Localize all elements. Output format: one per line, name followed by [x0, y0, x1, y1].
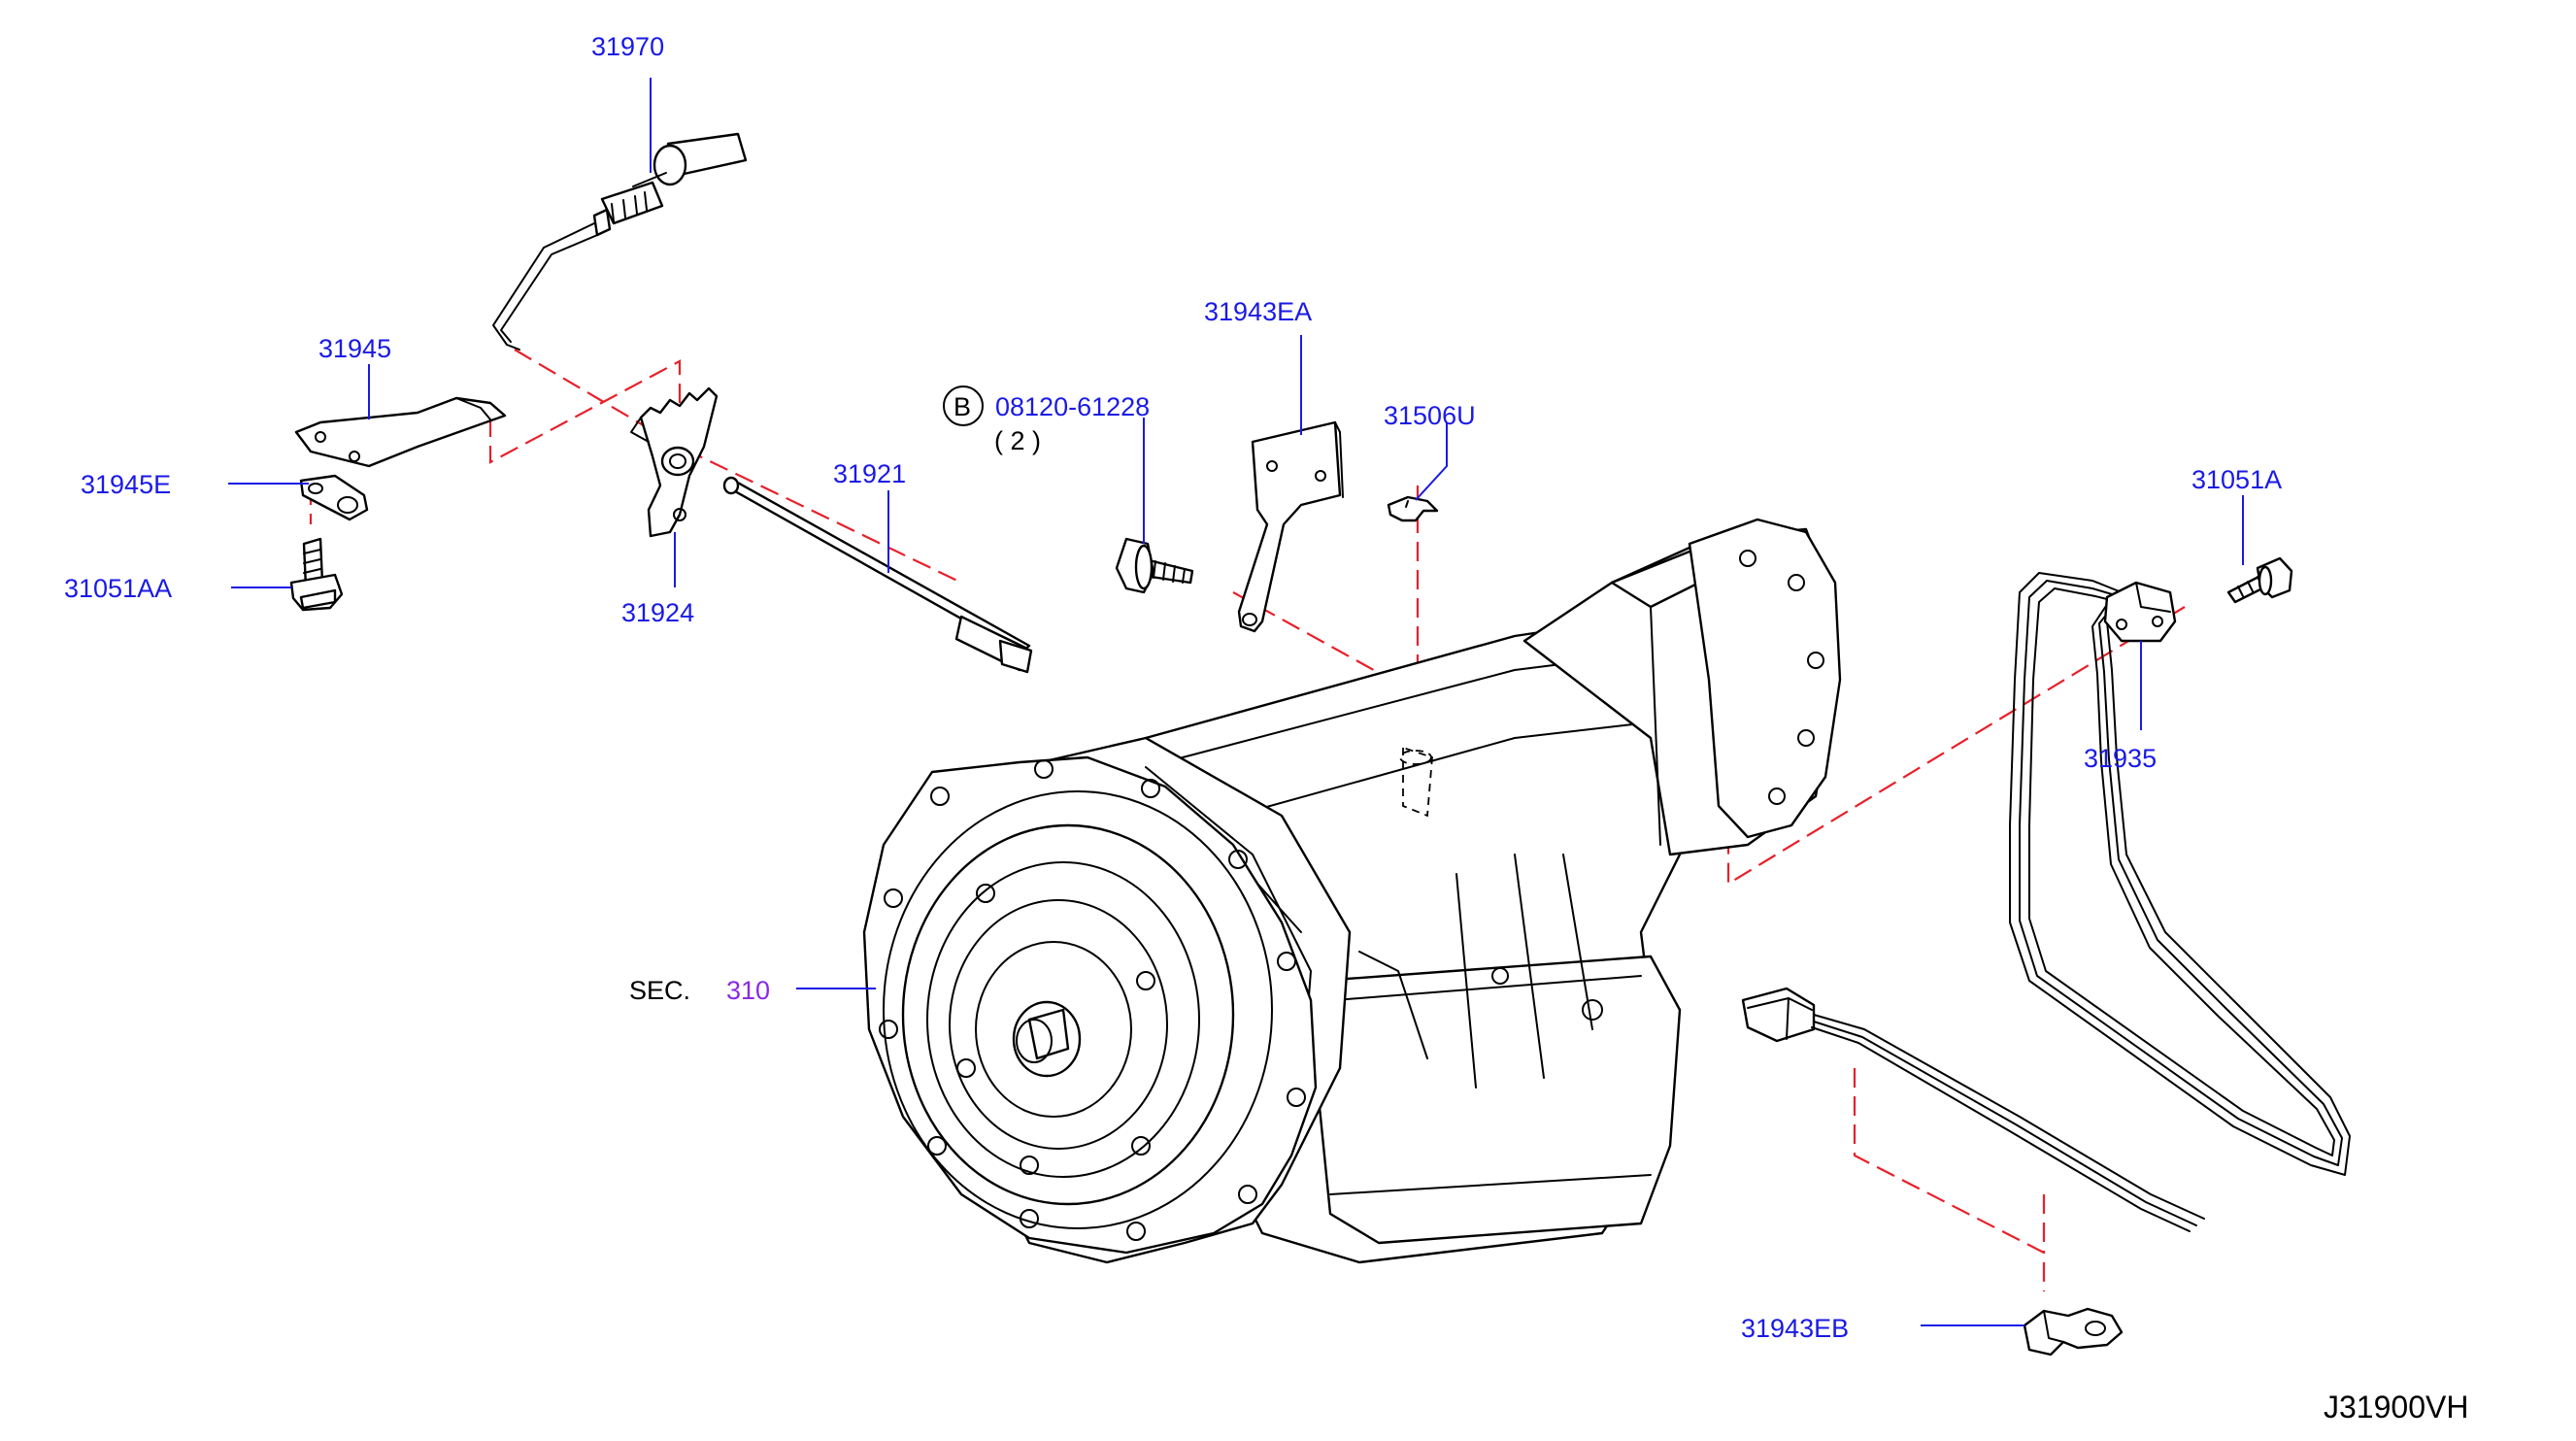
bolt-callout-circle — [943, 385, 984, 426]
part-31921-manual-shaft[interactable] — [722, 476, 1033, 674]
section-number-link[interactable]: 310 — [726, 976, 770, 1005]
bolt-callout-quantity: ( 2 ) — [994, 426, 1041, 455]
part-31935-harness[interactable] — [2009, 572, 2351, 1176]
part-31945-bracket[interactable] — [294, 396, 507, 468]
part-31943EA-bracket[interactable] — [1237, 420, 1344, 633]
label-31943EB[interactable]: 31943EB — [1741, 1314, 1849, 1343]
label-31051AA[interactable]: 31051AA — [64, 574, 172, 603]
label-31970[interactable]: 31970 — [591, 32, 664, 61]
harness-connector[interactable] — [1741, 987, 2205, 1232]
label-31935[interactable]: 31935 — [2084, 744, 2157, 773]
part-31506U-clip[interactable] — [1387, 495, 1439, 522]
part-08120-61228-bolt[interactable] — [1115, 537, 1194, 594]
part-31051A-bolt[interactable] — [2226, 556, 2293, 604]
part-31051AA-bolt[interactable] — [289, 537, 344, 612]
diagram-code: J31900VH — [2324, 1390, 2468, 1424]
part-31924-detent-plate[interactable] — [630, 386, 719, 538]
label-08120-61228[interactable]: 08120-61228 — [995, 392, 1150, 421]
part-31943EB-clip[interactable] — [2023, 1307, 2124, 1357]
automatic-transmission-assembly[interactable] — [862, 518, 1842, 1264]
bolt-callout-letter: B — [953, 392, 971, 421]
label-31051A[interactable]: 31051A — [2191, 465, 2282, 494]
section-prefix: SEC. — [629, 976, 690, 1005]
label-31945E[interactable]: 31945E — [81, 470, 171, 499]
part-labels: 31970 31945 31945E 31051AA 31924 31921 3… — [64, 32, 2468, 1424]
leader-lines — [228, 78, 2244, 1326]
part-31970-select-cable[interactable] — [492, 132, 748, 351]
label-31943EA[interactable]: 31943EA — [1204, 297, 1312, 326]
label-31506U[interactable]: 31506U — [1384, 401, 1476, 430]
part-31945E-plate[interactable] — [299, 474, 369, 521]
label-31921[interactable]: 31921 — [833, 459, 906, 488]
label-31945[interactable]: 31945 — [318, 334, 391, 363]
label-31924[interactable]: 31924 — [621, 598, 694, 627]
